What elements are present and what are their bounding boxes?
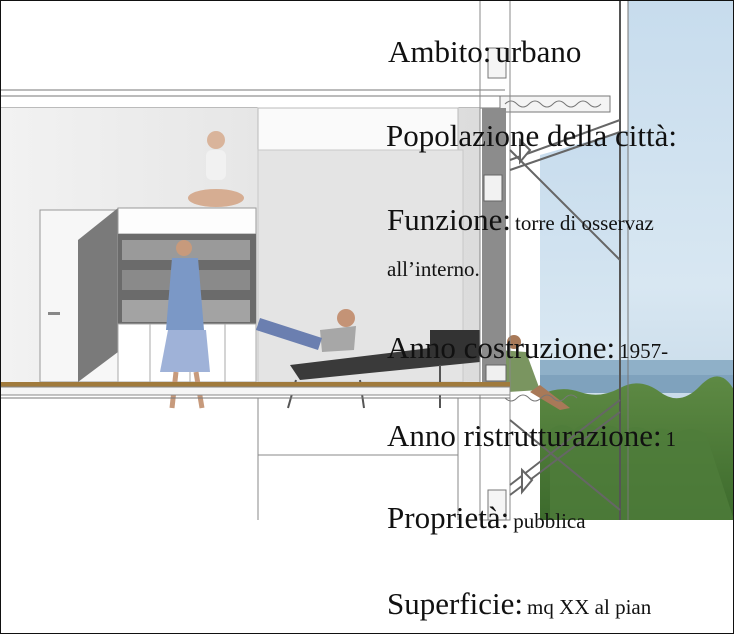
anno-ristrutturazione-label: Anno ristrutturazione: (387, 418, 662, 453)
person-at-kitchen (160, 240, 210, 409)
funzione-continuation: all’interno. (387, 257, 480, 281)
proprieta-label: Proprietà: (387, 500, 510, 535)
funzione-label: Funzione: (387, 202, 511, 237)
popolazione-row: Popolazione della città: (386, 118, 677, 154)
facade-column (479, 0, 629, 521)
superficie-value: mq XX al pian (527, 595, 652, 619)
funzione-value: torre di osservaz (515, 211, 654, 235)
anno-costruzione-row: Anno costruzione: 1957- (387, 330, 733, 366)
ambito-label: Ambito: (388, 34, 492, 69)
anno-costruzione-label: Anno costruzione: (387, 330, 616, 365)
ambito-row: Ambito: urbano (388, 34, 581, 70)
anno-costruzione-value: 1957- (619, 339, 669, 363)
ambito-value: urbano (495, 34, 582, 69)
superficie-row: Superficie: mq XX al pian (387, 586, 733, 622)
superficie-label: Superficie: (387, 586, 524, 621)
floor-slab (0, 382, 578, 402)
anno-ristrutturazione-value: 1 (665, 427, 677, 451)
person-sitting-on-unit (188, 131, 244, 207)
back-niche (257, 149, 464, 383)
popolazione-label: Popolazione della città: (386, 118, 677, 153)
anno-ristrutturazione-row: Anno ristrutturazione: 1 (387, 418, 733, 454)
lower-structure (257, 398, 459, 520)
proprieta-value: pubblica (513, 509, 586, 533)
funzione-row: Funzione: torre di osservaz (387, 202, 733, 238)
glazing-frames (509, 119, 621, 511)
proprieta-row: Proprietà: pubblica (387, 500, 586, 536)
